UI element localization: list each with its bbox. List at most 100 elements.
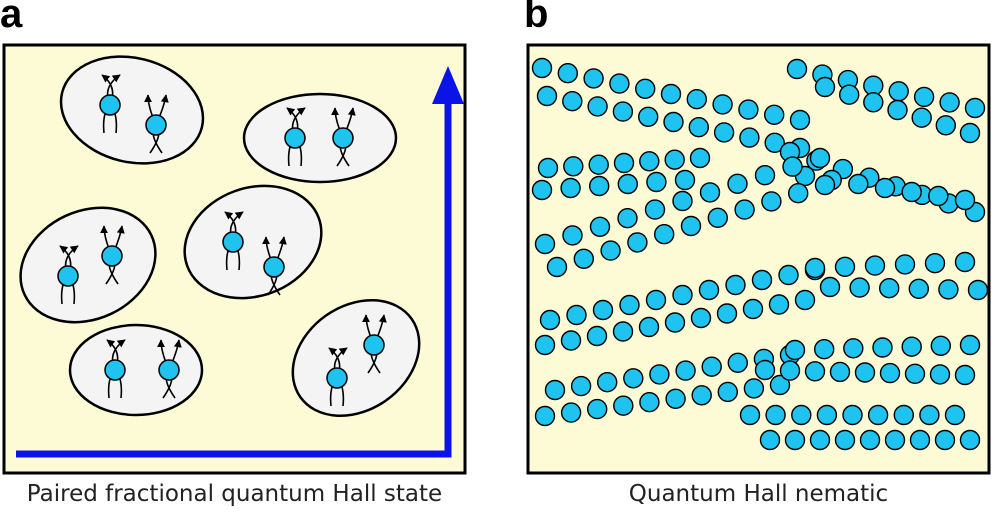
nematic-particle bbox=[786, 58, 808, 80]
nematic-particle bbox=[864, 255, 886, 276]
nematic-particle bbox=[809, 147, 831, 169]
nematic-particle bbox=[863, 92, 884, 113]
pair-ellipse bbox=[183, 184, 323, 300]
particle bbox=[158, 359, 180, 381]
nematic-particle bbox=[913, 86, 935, 108]
nematic-particle bbox=[887, 99, 908, 121]
nematic-particle bbox=[727, 173, 748, 195]
particle bbox=[99, 94, 121, 116]
nematic-particle bbox=[959, 122, 981, 144]
nematic-particle bbox=[909, 429, 931, 451]
nematic-particle bbox=[688, 116, 709, 138]
nematic-particle bbox=[884, 429, 906, 451]
nematic-particle bbox=[612, 101, 634, 122]
nematic-particle bbox=[588, 154, 609, 175]
particle bbox=[101, 245, 123, 267]
particle bbox=[326, 367, 348, 389]
nematic-particle bbox=[843, 338, 864, 359]
nematic-particle bbox=[954, 189, 976, 211]
nematic-particle bbox=[788, 182, 809, 204]
nematic-particle bbox=[689, 147, 711, 169]
nematic-particle bbox=[645, 289, 667, 311]
nematic-particle bbox=[859, 429, 881, 451]
nematic-particle bbox=[901, 336, 922, 357]
nematic-particle bbox=[904, 363, 926, 384]
nematic-particle bbox=[560, 177, 581, 199]
nematic-particle bbox=[739, 404, 761, 426]
nematic-particle bbox=[649, 364, 670, 385]
nematic-particle bbox=[534, 334, 556, 356]
nematic-particle bbox=[654, 223, 675, 245]
nematic-particle bbox=[698, 279, 720, 301]
nematic-particle bbox=[570, 375, 592, 397]
nematic-particle bbox=[690, 307, 712, 329]
nematic-particle bbox=[560, 402, 582, 423]
nematic-particle bbox=[531, 57, 553, 79]
nematic-particle bbox=[867, 404, 889, 426]
nematic-particle bbox=[707, 207, 728, 229]
nematic-particle bbox=[764, 104, 785, 126]
nematic-particle bbox=[738, 99, 759, 120]
nematic-particle bbox=[768, 294, 790, 315]
nematic-particle bbox=[716, 303, 738, 324]
nematic-particle bbox=[959, 429, 981, 451]
nematic-particle bbox=[879, 278, 900, 299]
nematic-particle bbox=[743, 378, 765, 399]
nematic-particle bbox=[638, 316, 660, 338]
nematic-particle bbox=[742, 298, 764, 320]
nematic-particle bbox=[782, 156, 803, 177]
nematic-particle bbox=[784, 339, 806, 361]
nematic-particle bbox=[613, 395, 634, 416]
nematic-particle bbox=[761, 191, 782, 212]
particle bbox=[284, 127, 306, 149]
nematic-particle bbox=[944, 404, 966, 426]
nematic-particle bbox=[814, 174, 836, 196]
nematic-particle bbox=[893, 404, 914, 426]
panel-a-letter: a bbox=[0, 0, 23, 36]
nematic-particle bbox=[842, 404, 863, 426]
nematic-particle bbox=[562, 90, 583, 112]
nematic-particle bbox=[531, 179, 553, 201]
nematic-particle bbox=[839, 84, 860, 105]
nematic-particle bbox=[546, 256, 568, 278]
nematic-particle bbox=[566, 304, 587, 326]
nematic-particle bbox=[583, 68, 604, 89]
nematic-particle bbox=[759, 429, 781, 451]
nematic-particle bbox=[680, 215, 702, 237]
nematic-particle bbox=[734, 199, 755, 220]
nematic-particle bbox=[834, 429, 856, 451]
nematic-particle bbox=[586, 325, 608, 347]
nematic-particle bbox=[919, 404, 940, 426]
nematic-particle bbox=[672, 284, 693, 306]
nematic-particle bbox=[701, 356, 722, 377]
nematic-particle bbox=[854, 362, 876, 383]
nematic-particle bbox=[644, 199, 666, 220]
nematic-particle bbox=[663, 111, 684, 133]
nematic-particle bbox=[929, 364, 951, 385]
nematic-particle bbox=[539, 309, 561, 331]
nematic-particle bbox=[623, 368, 644, 389]
nematic-particle bbox=[617, 173, 638, 195]
nematic-particle bbox=[665, 388, 686, 409]
nematic-particle bbox=[587, 398, 608, 420]
nematic-particle bbox=[639, 151, 660, 172]
pair-ellipse bbox=[59, 55, 205, 165]
nematic-particle bbox=[600, 240, 621, 261]
nematic-particle bbox=[954, 251, 976, 273]
nematic-particle bbox=[557, 62, 578, 84]
nematic-particle bbox=[765, 404, 786, 426]
nematic-particle bbox=[727, 352, 748, 373]
nematic-particle bbox=[660, 83, 682, 105]
nematic-particle bbox=[675, 360, 696, 381]
nematic-particle bbox=[849, 277, 870, 298]
nematic-particle bbox=[879, 362, 901, 384]
nematic-particle bbox=[638, 106, 659, 128]
nematic-particle bbox=[646, 171, 667, 193]
pair-ellipse bbox=[68, 323, 204, 417]
nematic-particle bbox=[794, 289, 816, 311]
panel-b-caption: Quantum Hall nematic bbox=[628, 481, 889, 507]
nematic-particle bbox=[924, 253, 946, 274]
nematic-particle bbox=[534, 233, 556, 255]
nematic-particle bbox=[789, 109, 811, 131]
nematic-particle bbox=[888, 81, 909, 102]
